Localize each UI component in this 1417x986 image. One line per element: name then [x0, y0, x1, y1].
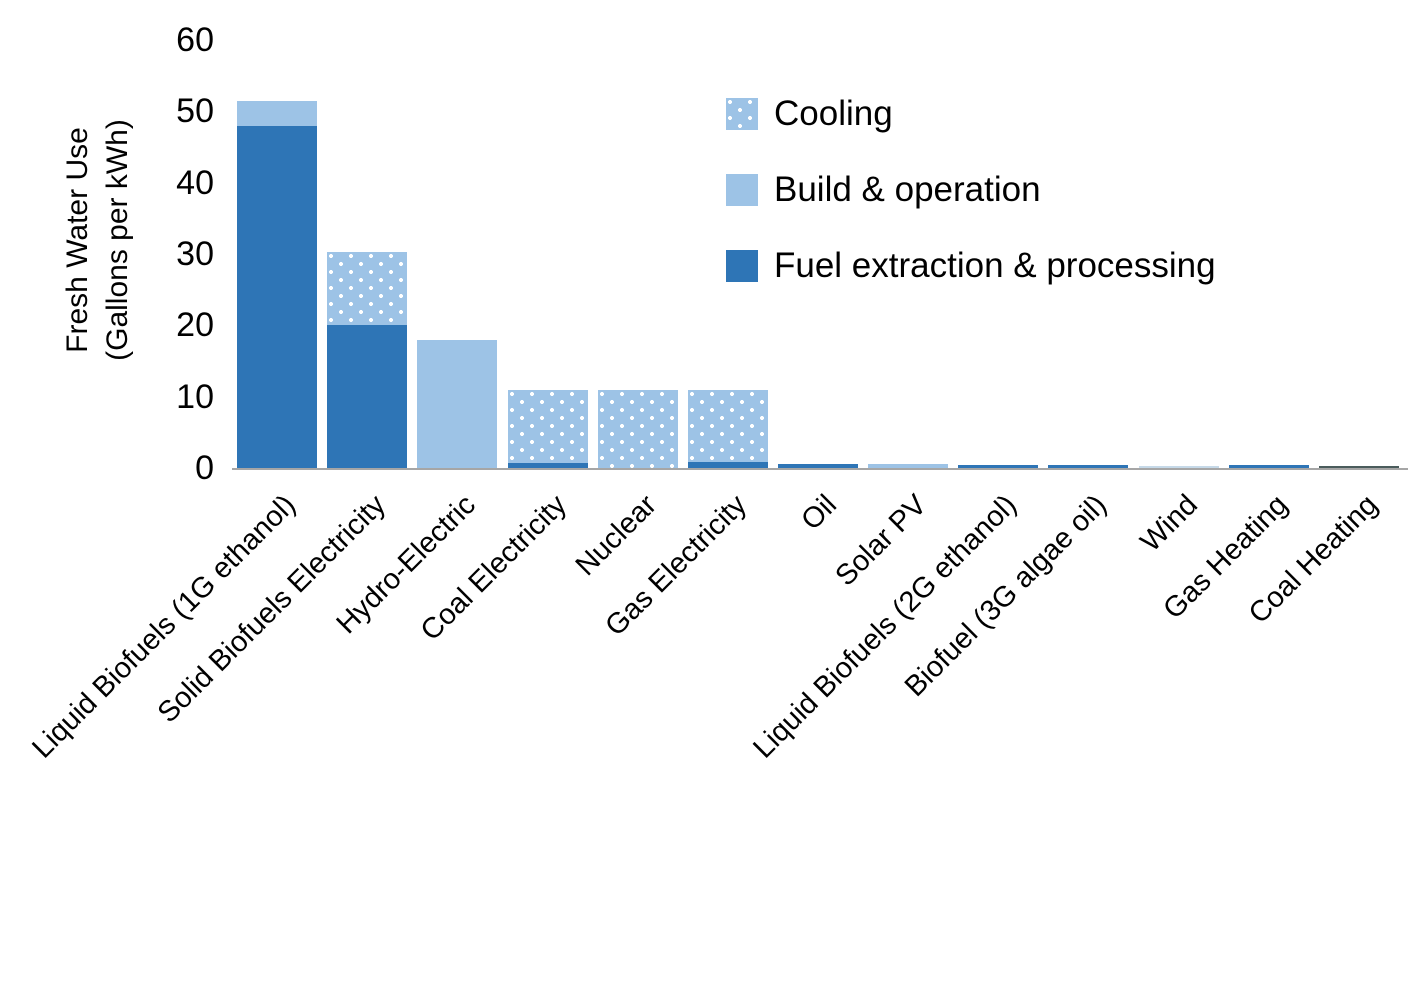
bar-stack[interactable] — [1318, 466, 1399, 468]
x-category-label: Nuclear — [569, 488, 663, 583]
bar-stack[interactable] — [1138, 465, 1219, 468]
bar-segment-build-operation — [868, 464, 949, 468]
x-category-label: Coal Heating — [1242, 488, 1384, 631]
bar-stack[interactable] — [1048, 464, 1129, 468]
y-tick-label: 0 — [195, 449, 214, 487]
bar-stack[interactable] — [1228, 465, 1309, 468]
y-axis-title: Fresh Water Use (Gallons per kWh) — [24, 60, 134, 420]
bar-segment-cooling — [507, 389, 588, 464]
y-tick-label: 10 — [176, 377, 214, 416]
bar-segment-cooling — [687, 389, 768, 463]
legend-label: Build & operation — [774, 170, 1041, 209]
bar-segment-fuel-extraction — [1048, 464, 1129, 468]
bar-segment-build-operation — [1138, 465, 1219, 468]
legend-swatch-fuel-icon — [726, 250, 758, 282]
bar-segment-fuel-extraction — [1228, 465, 1309, 468]
x-category-label: Gas Heating — [1157, 488, 1294, 626]
y-tick-label: 40 — [176, 163, 214, 202]
bar-stack[interactable] — [778, 463, 858, 468]
bar-segment-fuel-extraction — [958, 464, 1039, 468]
legend-item[interactable]: Cooling — [726, 76, 1346, 152]
x-category-label: Solar PV — [829, 488, 934, 593]
bar-stack[interactable] — [958, 464, 1039, 468]
bar-segment-fuel-extraction — [1318, 466, 1399, 468]
y-tick-label: 20 — [176, 306, 214, 345]
bar-segment-build-operation — [237, 100, 318, 126]
y-tick-label: 60 — [176, 21, 214, 59]
plot-area — [232, 40, 1404, 468]
bar-segment-fuel-extraction — [237, 125, 318, 468]
bar-stack[interactable] — [237, 100, 318, 468]
legend-item[interactable]: Build & operation — [726, 152, 1346, 228]
y-tick-label: 50 — [176, 92, 214, 131]
legend-item[interactable]: Fuel extraction & processing — [726, 228, 1346, 304]
x-category-label: Biofuel (3G algae oil) — [899, 488, 1114, 703]
bar-stack[interactable] — [597, 389, 678, 468]
bar-segment-cooling — [327, 251, 408, 326]
legend-swatch-build-icon — [726, 174, 758, 206]
x-axis-line — [232, 468, 1408, 470]
bar-stack[interactable] — [417, 339, 498, 468]
bar-stack[interactable] — [507, 389, 588, 468]
legend-swatch-cool-icon — [726, 98, 758, 130]
legend-label: Cooling — [774, 94, 893, 133]
bar-segment-build-operation — [417, 339, 498, 468]
x-category-label: Hydro-Electric — [330, 488, 483, 641]
x-category-label: Wind — [1134, 488, 1204, 559]
bar-stack[interactable] — [868, 464, 949, 468]
bar-segment-fuel-extraction — [507, 463, 588, 468]
legend-label: Fuel extraction & processing — [774, 246, 1216, 285]
bar-segment-fuel-extraction — [327, 325, 408, 468]
y-axis-tick-labels: 0 10 20 30 40 50 60 — [130, 0, 226, 986]
bar-segment-cooling — [597, 389, 678, 468]
y-tick-label: 30 — [176, 235, 214, 273]
x-category-label: Gas Electricity — [599, 488, 753, 643]
x-category-label: Liquid Biofuels (2G ethanol) — [747, 488, 1024, 765]
bar-segment-fuel-extraction — [687, 462, 768, 468]
bar-segment-fuel-extraction — [778, 463, 858, 468]
bar-stack[interactable] — [327, 251, 408, 468]
bar-stack[interactable] — [687, 389, 768, 468]
